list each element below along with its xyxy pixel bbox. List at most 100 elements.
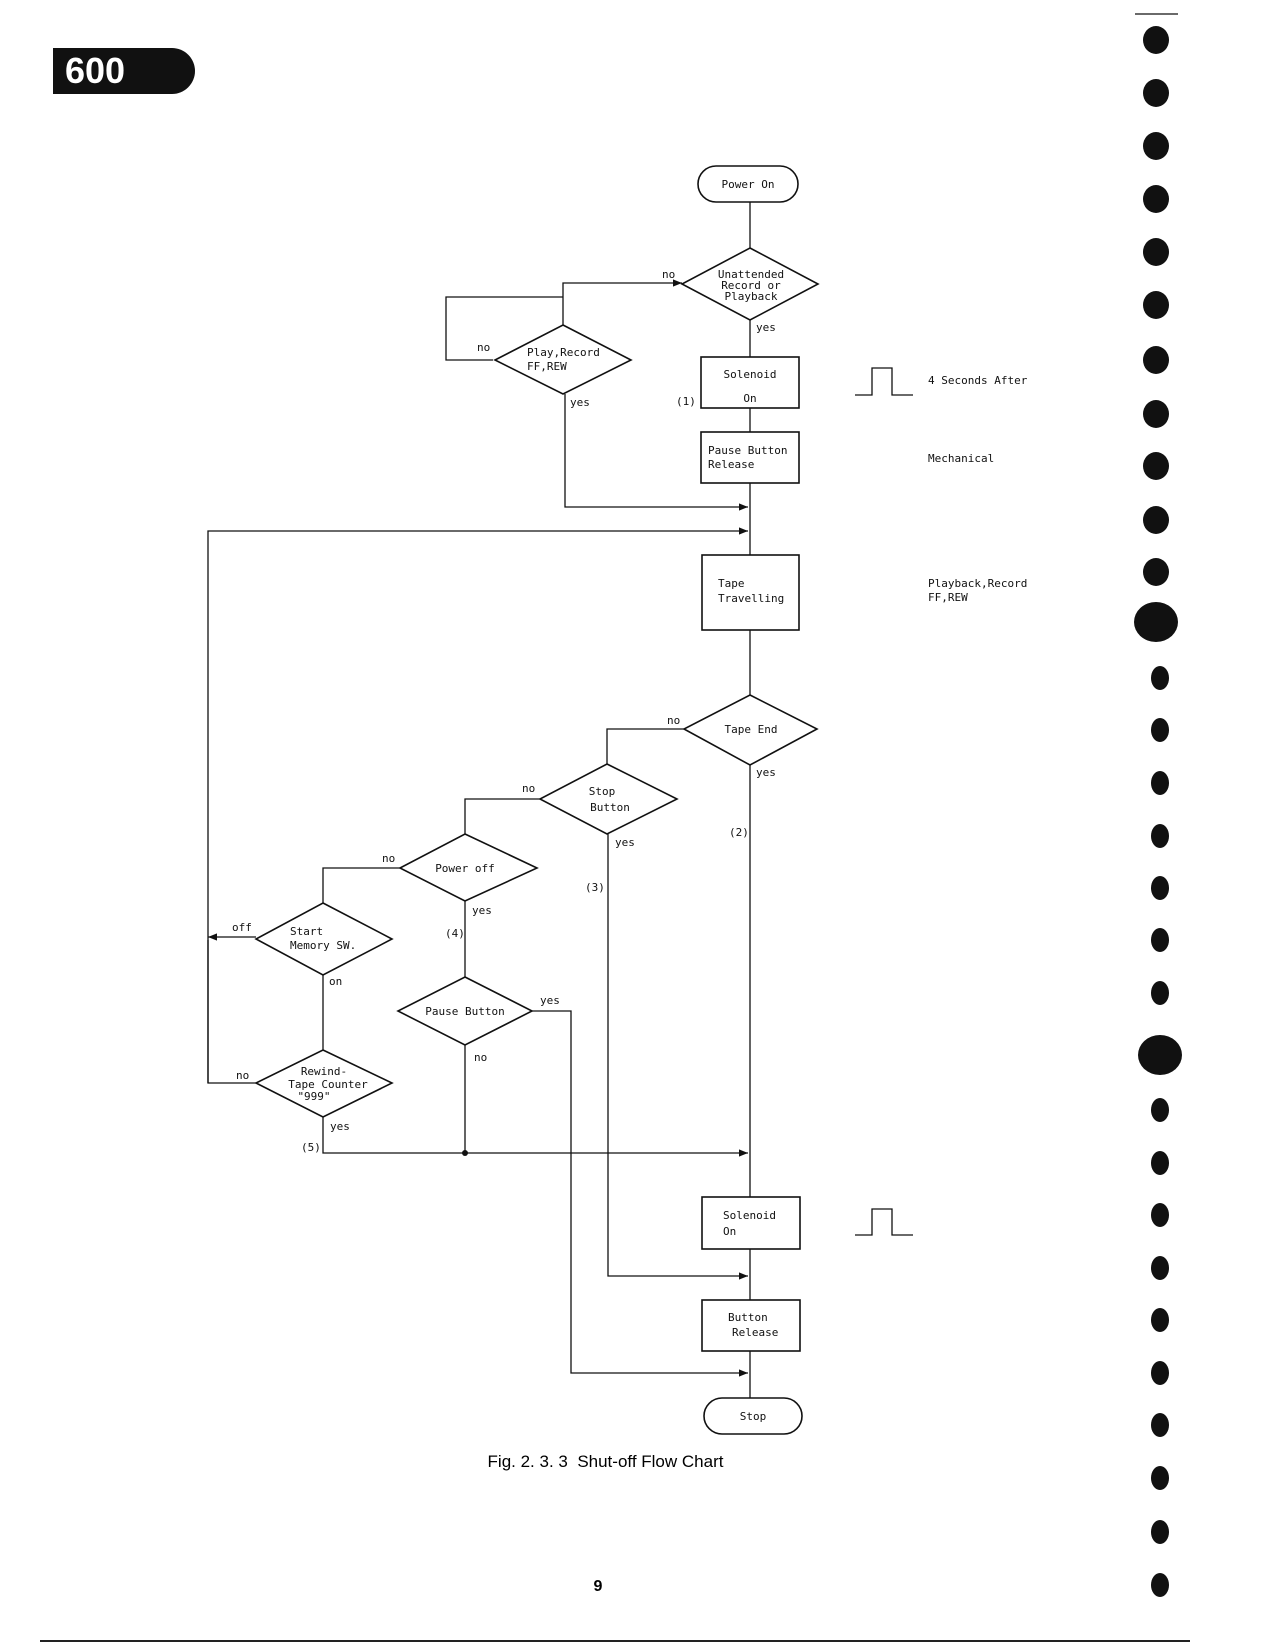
svg-text:Solenoid: Solenoid: [724, 368, 777, 381]
binder-hole: [1151, 1573, 1169, 1597]
svg-text:Start: Start: [290, 925, 323, 938]
note-four-seconds: 4 Seconds After: [928, 374, 1028, 387]
page-number: 9: [593, 1578, 603, 1595]
decision-play-record: Play,Record FF,REW: [493, 324, 633, 395]
label-rewind-yes: yes: [330, 1120, 350, 1133]
svg-text:Button: Button: [590, 801, 630, 814]
pulse-symbol-1: [855, 367, 913, 396]
binder-hole: [1151, 1203, 1169, 1227]
binder-hole: [1143, 400, 1169, 428]
label-rewind-no: no: [236, 1069, 249, 1082]
label-step-4: (4): [445, 927, 465, 940]
flow-connectors: [207, 202, 751, 1398]
binder-hole: [1143, 558, 1169, 586]
label-unattended-no: no: [662, 268, 675, 281]
binder-hole: [1143, 26, 1169, 54]
label-stop-no: no: [522, 782, 535, 795]
svg-text:Solenoid: Solenoid: [723, 1209, 776, 1222]
process-tape-travelling: Tape Travelling: [701, 554, 800, 631]
binder-hole: [1151, 666, 1169, 690]
figure-caption: Fig. 2. 3. 3 Shut-off Flow Chart: [0, 1452, 1275, 1472]
svg-text:On: On: [723, 1225, 736, 1238]
binder-hole: [1143, 79, 1169, 107]
label-play-yes: yes: [570, 396, 590, 409]
binder-hole: [1151, 1466, 1169, 1490]
svg-text:Tape Counter: Tape Counter: [288, 1078, 368, 1091]
svg-text:Power off: Power off: [435, 862, 495, 875]
svg-text:Unattended: Unattended: [718, 268, 784, 281]
svg-text:Power On: Power On: [722, 178, 775, 191]
svg-text:Rewind-: Rewind-: [301, 1065, 347, 1078]
binder-hole: [1151, 718, 1169, 742]
binder-hole: [1151, 1413, 1169, 1437]
binder-hole: [1151, 771, 1169, 795]
svg-text:Release: Release: [732, 1326, 778, 1339]
pulse-symbol-2: [855, 1208, 913, 1236]
label-unattended-yes: yes: [756, 321, 776, 334]
terminal-stop: Stop: [703, 1397, 803, 1435]
label-step-2: (2): [729, 826, 749, 839]
binder-hole: [1151, 1361, 1169, 1385]
label-start-memory-on: on: [329, 975, 342, 988]
svg-text:Tape: Tape: [718, 577, 745, 590]
svg-text:Stop: Stop: [740, 1410, 767, 1423]
label-power-off-no: no: [382, 852, 395, 865]
figure-title: Shut-off Flow Chart: [577, 1452, 724, 1471]
binder-hole: [1143, 452, 1169, 480]
label-tape-end-no: no: [667, 714, 680, 727]
label-power-off-yes: yes: [472, 904, 492, 917]
label-pause-no: no: [474, 1051, 487, 1064]
label-step-5: (5): [301, 1141, 321, 1154]
label-step-3: (3): [585, 881, 605, 894]
model-badge: 600: [53, 48, 195, 94]
label-step-1: (1): [676, 395, 696, 408]
note-modes-line-2: FF,REW: [928, 591, 968, 604]
decision-tape-end: Tape End: [682, 694, 819, 766]
svg-text:Tape End: Tape End: [725, 723, 778, 736]
svg-text:"999": "999": [297, 1090, 330, 1103]
svg-text:Memory SW.: Memory SW.: [290, 939, 356, 952]
svg-text:FF,REW: FF,REW: [527, 360, 567, 373]
svg-text:Pause Button: Pause Button: [708, 444, 787, 457]
decision-start-memory: Start Memory SW.: [254, 902, 394, 976]
binder-hole: [1151, 1151, 1169, 1175]
svg-text:Playback: Playback: [725, 290, 778, 303]
decision-pause-button: Pause Button: [396, 976, 534, 1046]
decision-power-off: Power off: [398, 833, 539, 902]
binder-hole: [1134, 602, 1178, 642]
svg-text:Pause Button: Pause Button: [425, 1005, 504, 1018]
label-tape-end-yes: yes: [756, 766, 776, 779]
binder-hole: [1143, 185, 1169, 213]
svg-text:Record or: Record or: [721, 279, 781, 292]
svg-text:Travelling: Travelling: [718, 592, 784, 605]
binder-holes: [1134, 26, 1182, 1597]
svg-text:Release: Release: [708, 458, 754, 471]
binder-hole: [1151, 1256, 1169, 1280]
terminal-power-on: Power On: [697, 165, 799, 203]
svg-text:Stop: Stop: [589, 785, 616, 798]
process-solenoid-1: Solenoid On: [700, 356, 800, 409]
binder-hole: [1143, 238, 1169, 266]
decision-unattended: Unattended Record or Playback: [680, 247, 820, 321]
label-stop-yes: yes: [615, 836, 635, 849]
note-mechanical: Mechanical: [928, 452, 994, 465]
binder-hole: [1151, 928, 1169, 952]
binder-hole: [1151, 1520, 1169, 1544]
decision-rewind-counter: Rewind- Tape Counter "999": [254, 1049, 394, 1118]
svg-text:On: On: [743, 392, 756, 405]
process-button-release: Button Release: [701, 1299, 801, 1352]
binder-hole: [1143, 506, 1169, 534]
svg-text:Button: Button: [728, 1311, 768, 1324]
label-play-no: no: [477, 341, 490, 354]
note-modes-line-1: Playback,Record: [928, 577, 1027, 590]
svg-text:Play,Record: Play,Record: [527, 346, 600, 359]
binder-hole: [1151, 876, 1169, 900]
binder-hole: [1151, 981, 1169, 1005]
binder-hole: [1151, 1308, 1169, 1332]
decision-stop-button: Stop Button: [538, 763, 679, 835]
bottom-rule: [40, 1640, 1190, 1642]
process-solenoid-2: Solenoid On: [701, 1196, 801, 1250]
label-pause-yes: yes: [540, 994, 560, 1007]
